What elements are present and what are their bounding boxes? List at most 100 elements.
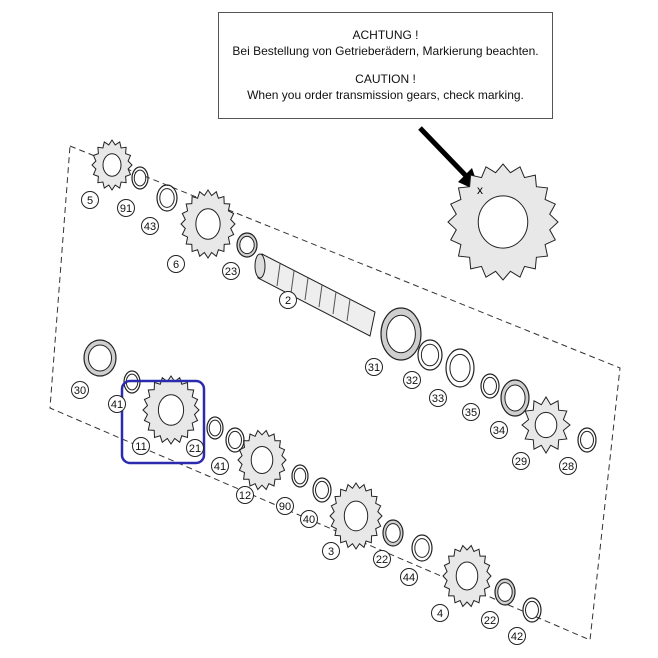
callout-35: 35 [462, 403, 480, 421]
callout-circle [373, 550, 391, 568]
assembly-frame [49, 145, 621, 641]
callout-40: 40 [300, 510, 318, 528]
highlight-box[interactable] [120, 379, 206, 465]
callout-label: 22 [484, 615, 496, 627]
callout-6: 6 [167, 255, 185, 273]
callout-label: 35 [465, 407, 477, 419]
callout-label: 11 [135, 441, 146, 453]
callout-label: 29 [515, 456, 527, 468]
callout-circle [429, 389, 447, 407]
callout-label: 40 [303, 514, 315, 526]
callout-2: 2 [279, 291, 297, 309]
callout-30: 30 [71, 381, 89, 399]
detail-gear [447, 163, 559, 281]
parts-art [83, 139, 597, 623]
callout-43: 43 [141, 217, 159, 235]
callout-label: 28 [562, 461, 574, 473]
washer-33 [445, 348, 475, 388]
callout-label: 23 [225, 266, 237, 278]
notice-en-text: When you order transmission gears, check… [247, 88, 524, 102]
callout-41b: 41 [211, 457, 229, 475]
callout-label: 21 [189, 443, 201, 455]
circlip-91 [131, 166, 149, 190]
callout-circle [365, 358, 383, 376]
washer-43 [156, 184, 178, 212]
callout-label: 22 [376, 554, 388, 566]
notice-de-title: ACHTUNG ! [352, 28, 419, 42]
callout-label: 30 [74, 385, 86, 397]
callout-circle [300, 510, 318, 528]
callout-circle [403, 371, 421, 389]
ring-35 [480, 373, 500, 399]
callout-22a: 22 [373, 550, 391, 568]
callout-label: 41 [111, 399, 123, 411]
caution-notice: ACHTUNG ! Bei Bestellung von Getrieberäd… [218, 12, 553, 119]
callout-label: 31 [368, 362, 380, 374]
circlip-28 [577, 427, 597, 453]
gear-3 [329, 482, 383, 550]
callout-29: 29 [512, 452, 530, 470]
callout-44: 44 [400, 568, 418, 586]
bearing-34 [500, 379, 530, 417]
washer-21 [206, 416, 224, 440]
callout-circle [490, 421, 508, 439]
bushing-22b [494, 578, 516, 606]
callout-label: 12 [239, 490, 251, 502]
callout-label: 91 [120, 203, 132, 215]
callout-label: 6 [173, 259, 179, 271]
shaft-2 [254, 253, 376, 337]
callout-label: 32 [406, 375, 418, 387]
callout-circle [508, 627, 526, 645]
callout-4: 4 [431, 604, 449, 622]
callout-circle [279, 291, 297, 309]
circlip-90 [291, 464, 309, 488]
notice-en-title: CAUTION ! [355, 72, 416, 86]
bushing-22a [382, 519, 404, 547]
gear-12 [237, 429, 287, 491]
callout-circle [222, 262, 240, 280]
callout-circle [71, 381, 89, 399]
gear-6 [180, 189, 236, 259]
bearing-31 [380, 307, 422, 361]
callout-circle [559, 457, 577, 475]
notice-de-text: Bei Bestellung von Getrieberädern, Marki… [232, 44, 539, 58]
callout-circle [462, 403, 480, 421]
callout-31: 31 [365, 358, 383, 376]
washer-44 [411, 534, 433, 562]
callout-3: 3 [322, 542, 340, 560]
callout-42: 42 [508, 627, 526, 645]
callout-circle [512, 452, 530, 470]
callout-circle [322, 542, 340, 560]
callout-label: 44 [403, 572, 415, 584]
callout-circle [108, 395, 126, 413]
callout-label: 2 [285, 295, 291, 307]
callout-label: 3 [328, 546, 334, 558]
callout-circle [481, 611, 499, 629]
callout-circle [132, 437, 150, 455]
callout-circle [236, 486, 254, 504]
callout-22b: 22 [481, 611, 499, 629]
callout-32: 32 [403, 371, 421, 389]
callout-circle [81, 191, 99, 209]
callout-label: 90 [279, 501, 291, 513]
callout-circle [400, 568, 418, 586]
callout-circle [117, 199, 135, 217]
callout-label: 34 [493, 425, 505, 437]
washer-42 [522, 597, 542, 623]
callout-28: 28 [559, 457, 577, 475]
callout-label: 42 [511, 631, 523, 643]
bushing-23 [236, 232, 258, 258]
callout-11: 11 [132, 437, 150, 455]
callout-circle [167, 255, 185, 273]
bearing-30 [83, 339, 117, 377]
gear-11 [142, 375, 200, 445]
callout-23: 23 [222, 262, 240, 280]
callout-circle [431, 604, 449, 622]
callout-circle [276, 497, 294, 515]
detail-gear-outline [447, 163, 559, 281]
callout-label: 33 [432, 393, 444, 405]
callout-circle [211, 457, 229, 475]
